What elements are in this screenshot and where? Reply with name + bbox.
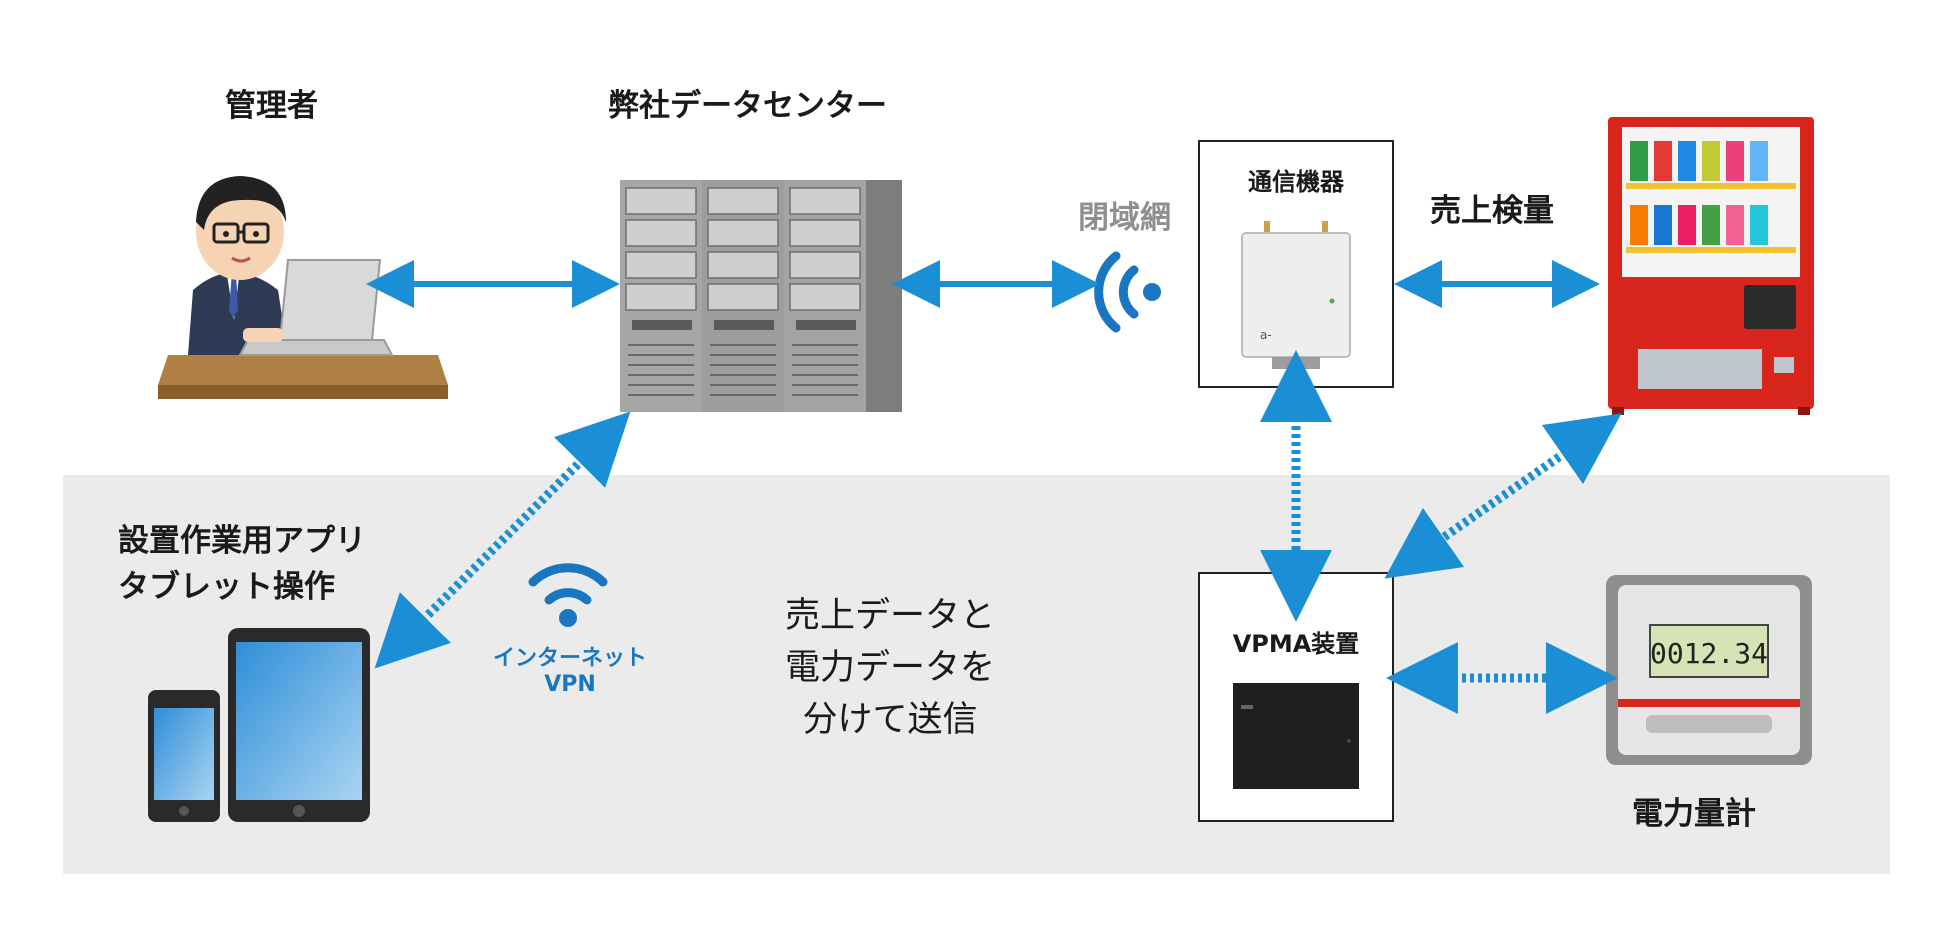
arrow-vending-vpma — [1384, 413, 1622, 579]
svg-text:a-: a- — [1260, 328, 1272, 342]
center-message-line2: 電力データを — [784, 648, 995, 688]
comm-device-label: 通信機器 — [1248, 168, 1344, 196]
comm-device-box: 通信機器 a- — [1198, 140, 1394, 388]
internet-vpn-line2: VPN — [544, 672, 596, 697]
center-message-line1: 売上データと — [784, 596, 995, 636]
sales-inspection-label: 売上検量 — [1430, 193, 1554, 229]
server-rack-icon — [620, 180, 902, 412]
vpma-device-icon — [1233, 683, 1359, 789]
center-message-line3: 分けて送信 — [802, 700, 978, 740]
closed-network-label: 閉域網 — [1078, 200, 1171, 236]
admin-label: 管理者 — [225, 88, 318, 124]
tablet-icon — [228, 628, 370, 822]
tablet-label-line1: 設置作業用アプリ — [118, 523, 366, 559]
power-meter-icon: 0012.34 — [1606, 575, 1812, 765]
datacenter-label: 弊社データセンター — [608, 88, 887, 124]
center-message: 売上データと 電力データを 分けて送信 — [740, 590, 1040, 746]
power-meter-label: 電力量計 — [1632, 796, 1756, 832]
smartphone-icon — [148, 690, 220, 822]
meter-reading: 0012.34 — [1650, 637, 1768, 670]
tablet-label-line2: タブレット操作 — [118, 569, 335, 605]
vpma-box: VPMA装置 — [1198, 572, 1394, 822]
vpma-label: VPMA装置 — [1232, 630, 1360, 658]
vending-machine-icon — [1608, 117, 1814, 415]
arrow-tablet-datacenter — [374, 411, 631, 669]
admin-person-icon — [158, 176, 448, 399]
